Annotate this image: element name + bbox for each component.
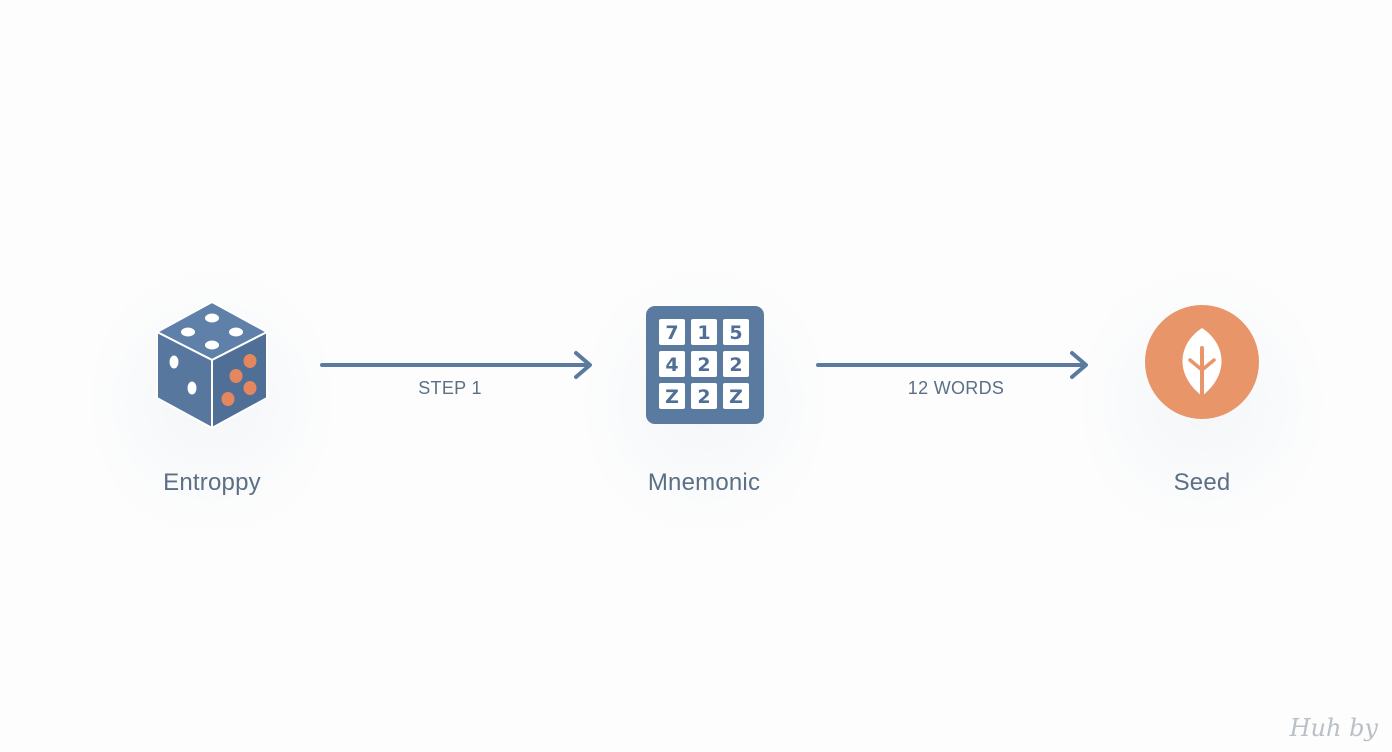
grid-cell: 5 [723, 319, 749, 345]
grid-cell: 7 [659, 319, 685, 345]
grid-cell-digit: Z [729, 386, 743, 408]
grid-cell: 1 [691, 319, 717, 345]
grid-cell-digit: 7 [665, 322, 678, 344]
arrow-12-words [814, 350, 1092, 380]
grid-cell-digit: 5 [729, 322, 742, 344]
node-label-entropy: Entroppy [163, 469, 261, 496]
node-label-seed: Seed [1173, 469, 1231, 496]
grid-cell-digit: 2 [729, 354, 742, 376]
arrow-step-1 [318, 350, 596, 380]
grid-cell: 2 [691, 383, 717, 409]
grid-cell: Z [659, 383, 685, 409]
grid-cell-digit: 4 [665, 354, 678, 376]
grid-cell-digit: 1 [697, 322, 710, 344]
grid-cell: 4 [659, 351, 685, 377]
grid-cell: 2 [723, 351, 749, 377]
edge-label-step-1: STEP 1 [418, 378, 482, 398]
grid-cell-digit: 2 [697, 354, 710, 376]
grid-cell-digit: Z [665, 386, 679, 408]
seed-leaf-icon [1144, 304, 1260, 420]
dice-icon [150, 298, 274, 432]
grid-cell: Z [723, 383, 749, 409]
grid-cell: 2 [691, 351, 717, 377]
grid-cell-digit: 2 [697, 386, 710, 408]
edge-label-12-words: 12 WORDS [907, 378, 1005, 398]
node-label-mnemonic: Mnemonic [647, 469, 761, 496]
watermark: Huh by [1289, 714, 1378, 742]
